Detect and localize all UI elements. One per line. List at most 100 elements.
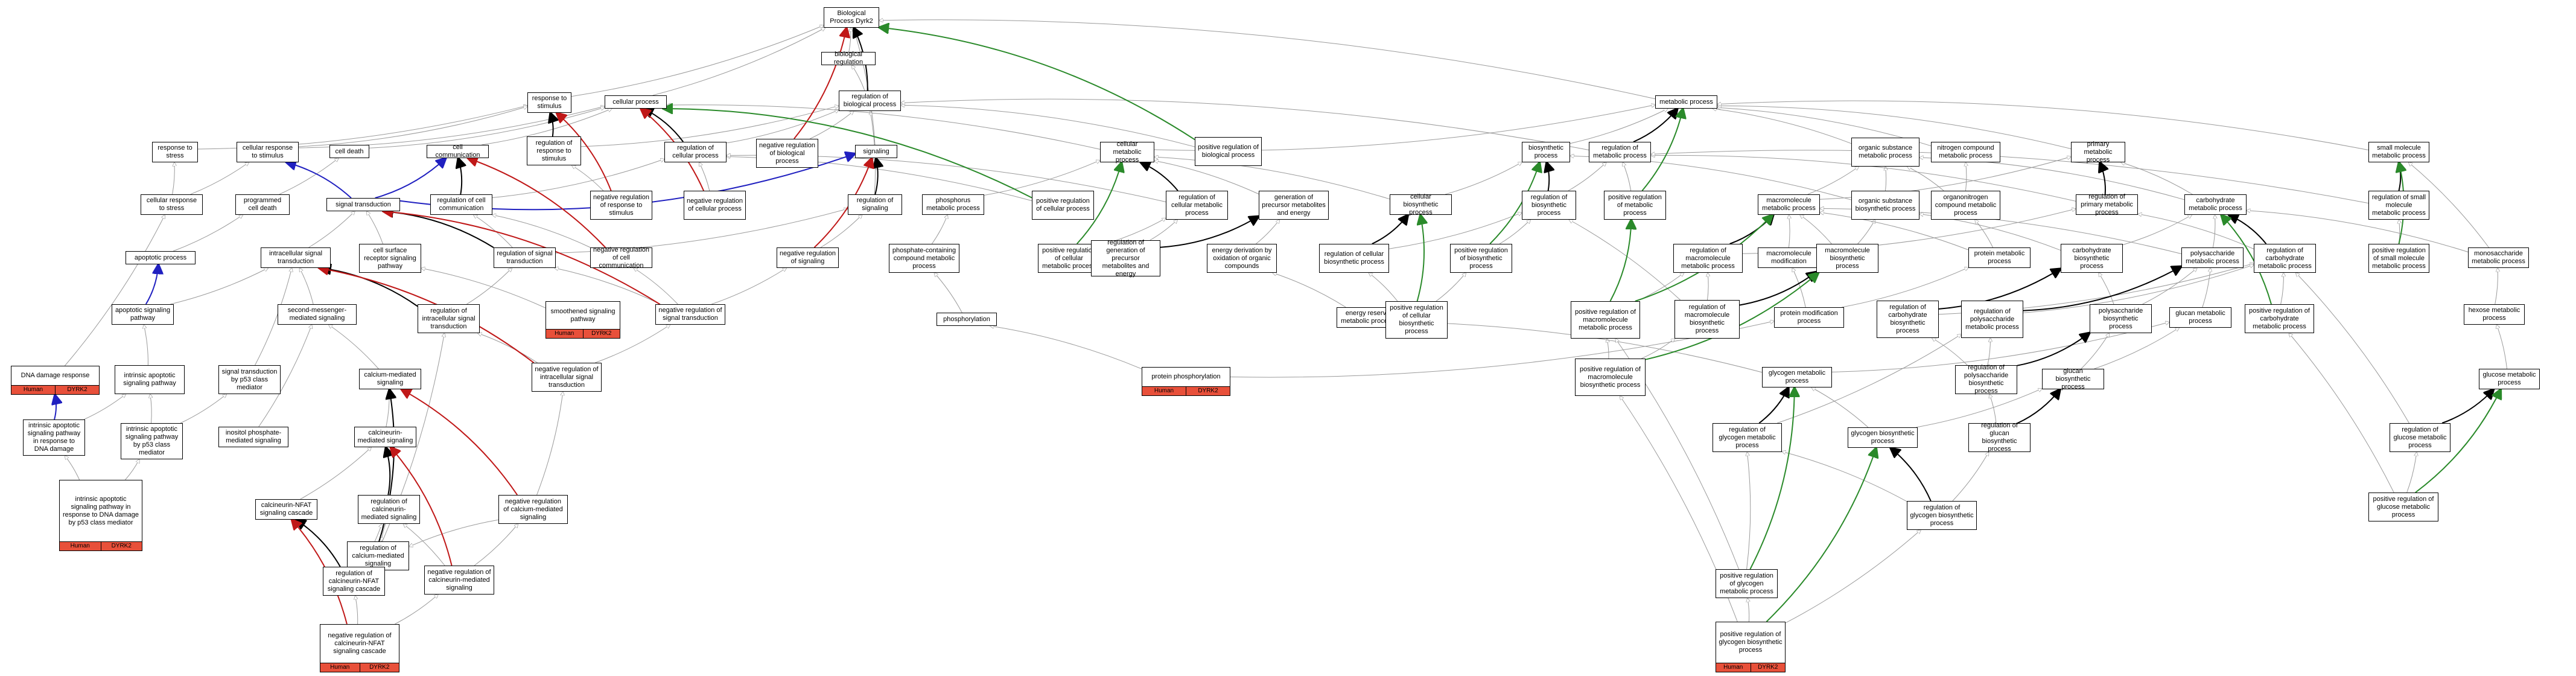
go-term-smallmol[interactable]: small molecule metabolic process bbox=[2368, 142, 2429, 162]
go-term-orgsubbiosyn[interactable]: organic substance biosynthetic process bbox=[1851, 191, 1919, 220]
go-term-regpolysacmet[interactable]: regulation of polysaccharide metabolic p… bbox=[1961, 301, 2023, 338]
go-term-regglycogenmet[interactable]: regulation of glycogen metabolic process bbox=[1713, 423, 1782, 452]
go-term-sigp53[interactable]: signal transduction by p53 class mediato… bbox=[218, 365, 281, 394]
go-term-respstress[interactable]: response to stress bbox=[152, 142, 198, 162]
go-term-biosyn[interactable]: biosynthetic process bbox=[1522, 142, 1570, 162]
go-term-regsig[interactable]: regulation of signaling bbox=[848, 194, 902, 215]
go-term-posregglycogenmet[interactable]: positive regulation of glycogen metaboli… bbox=[1716, 569, 1778, 598]
go-term-reggenprec[interactable]: regulation of generation of precursor me… bbox=[1091, 239, 1160, 278]
go-term-posregmacromet[interactable]: positive regulation of macromolecule met… bbox=[1571, 301, 1640, 339]
go-term-posregcellbiosyn[interactable]: positive regulation of cellular biosynth… bbox=[1385, 301, 1448, 339]
go-term-regcellproc[interactable]: regulation of cellular process bbox=[664, 142, 727, 162]
go-term-carbbiosyn[interactable]: carbohydrate biosynthetic process bbox=[2061, 244, 2123, 273]
go-term-protmod[interactable]: protein modification process bbox=[1774, 307, 1844, 328]
go-term-macromet[interactable]: macromolecule metabolic process bbox=[1758, 194, 1820, 215]
go-term-nfat[interactable]: calcineurin-NFAT signaling cascade bbox=[255, 499, 317, 520]
go-term-energyderiv[interactable]: energy derivation by oxidation of organi… bbox=[1207, 244, 1277, 273]
go-term-regmet[interactable]: regulation of metabolic process bbox=[1589, 142, 1651, 162]
go-term-bioreg[interactable]: biological regulation bbox=[821, 51, 876, 66]
go-term-cellsurf[interactable]: cell surface receptor signaling pathway bbox=[359, 244, 421, 273]
go-term-regglucanbiosyn[interactable]: regulation of glucan biosynthetic proces… bbox=[1968, 422, 2031, 453]
go-term-regsmallmol[interactable]: regulation of small molecule metabolic p… bbox=[2368, 191, 2429, 220]
go-term-organonitro[interactable]: organonitrogen compound metabolic proces… bbox=[1931, 191, 2000, 220]
go-term-regcellcomm[interactable]: regulation of cell communication bbox=[430, 194, 492, 215]
go-term-posregmacrobiosyn[interactable]: positive regulation of macromolecule bio… bbox=[1575, 359, 1646, 396]
go-term-inositol[interactable]: inositol phosphate-mediated signaling bbox=[218, 427, 288, 447]
go-term-posregglucosemet[interactable]: positive regulation of glucose metabolic… bbox=[2368, 493, 2438, 521]
go-term-negregsig[interactable]: negative regulation of signaling bbox=[777, 247, 839, 268]
go-term-calcineurin[interactable]: calcineurin-mediated signaling bbox=[354, 427, 416, 447]
go-term-regprimmet[interactable]: regulation of primary metabolic process bbox=[2076, 193, 2138, 216]
go-term-regbp[interactable]: regulation of biological process bbox=[839, 91, 901, 111]
go-term-cellcomm[interactable]: cell communication bbox=[427, 144, 489, 159]
go-term-macromod[interactable]: macromolecule modification bbox=[1758, 247, 1820, 268]
go-term-negregsigtrans[interactable]: negative regulation of signal transducti… bbox=[655, 304, 725, 325]
go-term-negregbp[interactable]: negative regulation of biological proces… bbox=[756, 139, 818, 168]
go-term-signaling[interactable]: signaling bbox=[855, 145, 897, 158]
go-term-carbmet[interactable]: carbohydrate metabolic process bbox=[2184, 194, 2247, 215]
go-term-negregcalcineurin[interactable]: negative regulation of calcineurin-media… bbox=[424, 566, 494, 595]
go-term-phosmet[interactable]: phosphorus metabolic process bbox=[922, 194, 984, 215]
go-term-glucanmet[interactable]: glucan metabolic process bbox=[2169, 307, 2231, 328]
go-term-regintrasig[interactable]: regulation of intracellular signal trans… bbox=[418, 304, 480, 333]
go-term-monosac[interactable]: monosaccharide metabolic process bbox=[2468, 247, 2529, 268]
go-term-metab[interactable]: metabolic process bbox=[1655, 95, 1717, 109]
go-term-regpolysacbiosyn[interactable]: regulation of polysaccharide biosyntheti… bbox=[1955, 364, 2017, 395]
go-term-intrinsicdnap53[interactable]: intrinsic apoptotic signaling pathway in… bbox=[59, 480, 142, 551]
go-term-negregcalcium[interactable]: negative regulation of calcium-mediated … bbox=[498, 495, 568, 524]
go-term-polysacbiosyn[interactable]: polysaccharide biosynthetic process bbox=[2090, 304, 2152, 333]
go-term-sigtrans[interactable]: signal transduction bbox=[326, 198, 400, 211]
go-term-regcalcium[interactable]: regulation of calcium-mediated signaling bbox=[347, 541, 409, 570]
go-term-intrasig[interactable]: intracellular signal transduction bbox=[261, 247, 331, 268]
go-term-negregresp[interactable]: negative regulation of response to stimu… bbox=[590, 191, 652, 220]
go-term-regsigtrans[interactable]: regulation of signal transduction bbox=[494, 247, 556, 268]
go-term-intrinsicp53[interactable]: intrinsic apoptotic signaling pathway by… bbox=[121, 423, 183, 459]
go-term-macrobiosyn[interactable]: macromolecule biosynthetic process bbox=[1816, 244, 1878, 273]
go-term-cellmet[interactable]: cellular metabolic process bbox=[1100, 141, 1154, 164]
go-term-glucosemet[interactable]: glucose metabolic process bbox=[2479, 369, 2540, 389]
go-term-orgsub[interactable]: organic substance metabolic process bbox=[1851, 138, 1919, 167]
go-term-regcarbbiosyn[interactable]: regulation of carbohydrate biosynthetic … bbox=[1877, 301, 1939, 338]
go-term-regbiosyn[interactable]: regulation of biosynthetic process bbox=[1522, 191, 1576, 220]
go-term-polysacmet[interactable]: polysaccharide metabolic process bbox=[2181, 247, 2244, 268]
go-term-negregintrasig[interactable]: negative regulation of intracellular sig… bbox=[532, 363, 602, 392]
go-term-posregcellproc[interactable]: positive regulation of cellular process bbox=[1032, 191, 1094, 220]
go-term-regresp[interactable]: regulation of response to stimulus bbox=[527, 136, 581, 165]
go-term-negregnfat[interactable]: negative regulation of calcineurin-NFAT … bbox=[320, 624, 399, 672]
go-term-glucanbiosyn[interactable]: glucan biosynthetic process bbox=[2042, 368, 2104, 391]
go-term-celldeath[interactable]: cell death bbox=[329, 145, 369, 158]
go-term-glycogenbiosyn[interactable]: glycogen biosynthetic process bbox=[1848, 427, 1918, 448]
go-term-regcellbiosyn[interactable]: regulation of cellular biosynthetic proc… bbox=[1319, 244, 1389, 273]
go-term-intrinsicdna[interactable]: intrinsic apoptotic signaling pathway in… bbox=[23, 419, 85, 456]
go-term-secmsg[interactable]: second-messenger-mediated signaling bbox=[278, 304, 357, 325]
go-term-negregcellproc[interactable]: negative regulation of cellular process bbox=[684, 191, 746, 220]
go-term-cellproc[interactable]: cellular process bbox=[605, 95, 667, 109]
go-term-negregcellcomm[interactable]: negative regulation of cell communicatio… bbox=[590, 246, 652, 269]
go-term-resp[interactable]: response to stimulus bbox=[527, 92, 571, 113]
go-term-phoscomp[interactable]: phosphate-containing compound metabolic … bbox=[889, 244, 959, 273]
go-term-posregbp[interactable]: positive regulation of biological proces… bbox=[1195, 137, 1262, 166]
go-term-cellresp[interactable]: cellular response to stimulus bbox=[237, 142, 299, 162]
go-term-posregcellmet[interactable]: positive regulation of cellular metaboli… bbox=[1038, 244, 1100, 273]
go-term-posregglycogenbiosyn[interactable]: positive regulation of glycogen biosynth… bbox=[1716, 622, 1786, 672]
go-term-calcium[interactable]: calcium-mediated signaling bbox=[359, 369, 421, 389]
go-term-apopsig[interactable]: apoptotic signaling pathway bbox=[112, 304, 174, 325]
go-term-regnfat[interactable]: regulation of calcineurin-NFAT signaling… bbox=[323, 567, 385, 596]
go-term-regcalcineurin[interactable]: regulation of calcineurin-mediated signa… bbox=[358, 495, 420, 524]
go-term-intrinsic[interactable]: intrinsic apoptotic signaling pathway bbox=[115, 365, 185, 394]
go-term-posregsmallmol[interactable]: positive regulation of small molecule me… bbox=[2368, 244, 2429, 273]
go-term-regmacromet[interactable]: regulation of macromolecule metabolic pr… bbox=[1673, 244, 1743, 273]
go-term-regglycogenbiosyn[interactable]: regulation of glycogen biosynthetic proc… bbox=[1907, 501, 1977, 530]
go-term-posregcarbmet[interactable]: positive regulation of carbohydrate meta… bbox=[2245, 304, 2314, 333]
go-term-phosphorylation[interactable]: phosphorylation bbox=[937, 313, 997, 326]
go-term-posregbiosyn[interactable]: positive regulation of biosynthetic proc… bbox=[1450, 244, 1512, 273]
go-term-regmacrobiosyn[interactable]: regulation of macromolecule biosynthetic… bbox=[1674, 300, 1740, 339]
go-term-progdeath[interactable]: programmed cell death bbox=[235, 194, 290, 215]
go-term-regcellmet[interactable]: regulation of cellular metabolic process bbox=[1166, 191, 1228, 220]
go-term-hexose[interactable]: hexose metabolic process bbox=[2464, 304, 2525, 325]
go-term-cellbiosyn[interactable]: cellular biosynthetic process bbox=[1390, 193, 1452, 216]
go-term-regglucosemet[interactable]: regulation of glucose metabolic process bbox=[2390, 423, 2450, 452]
go-term-apoptotic[interactable]: apoptotic process bbox=[126, 251, 196, 264]
